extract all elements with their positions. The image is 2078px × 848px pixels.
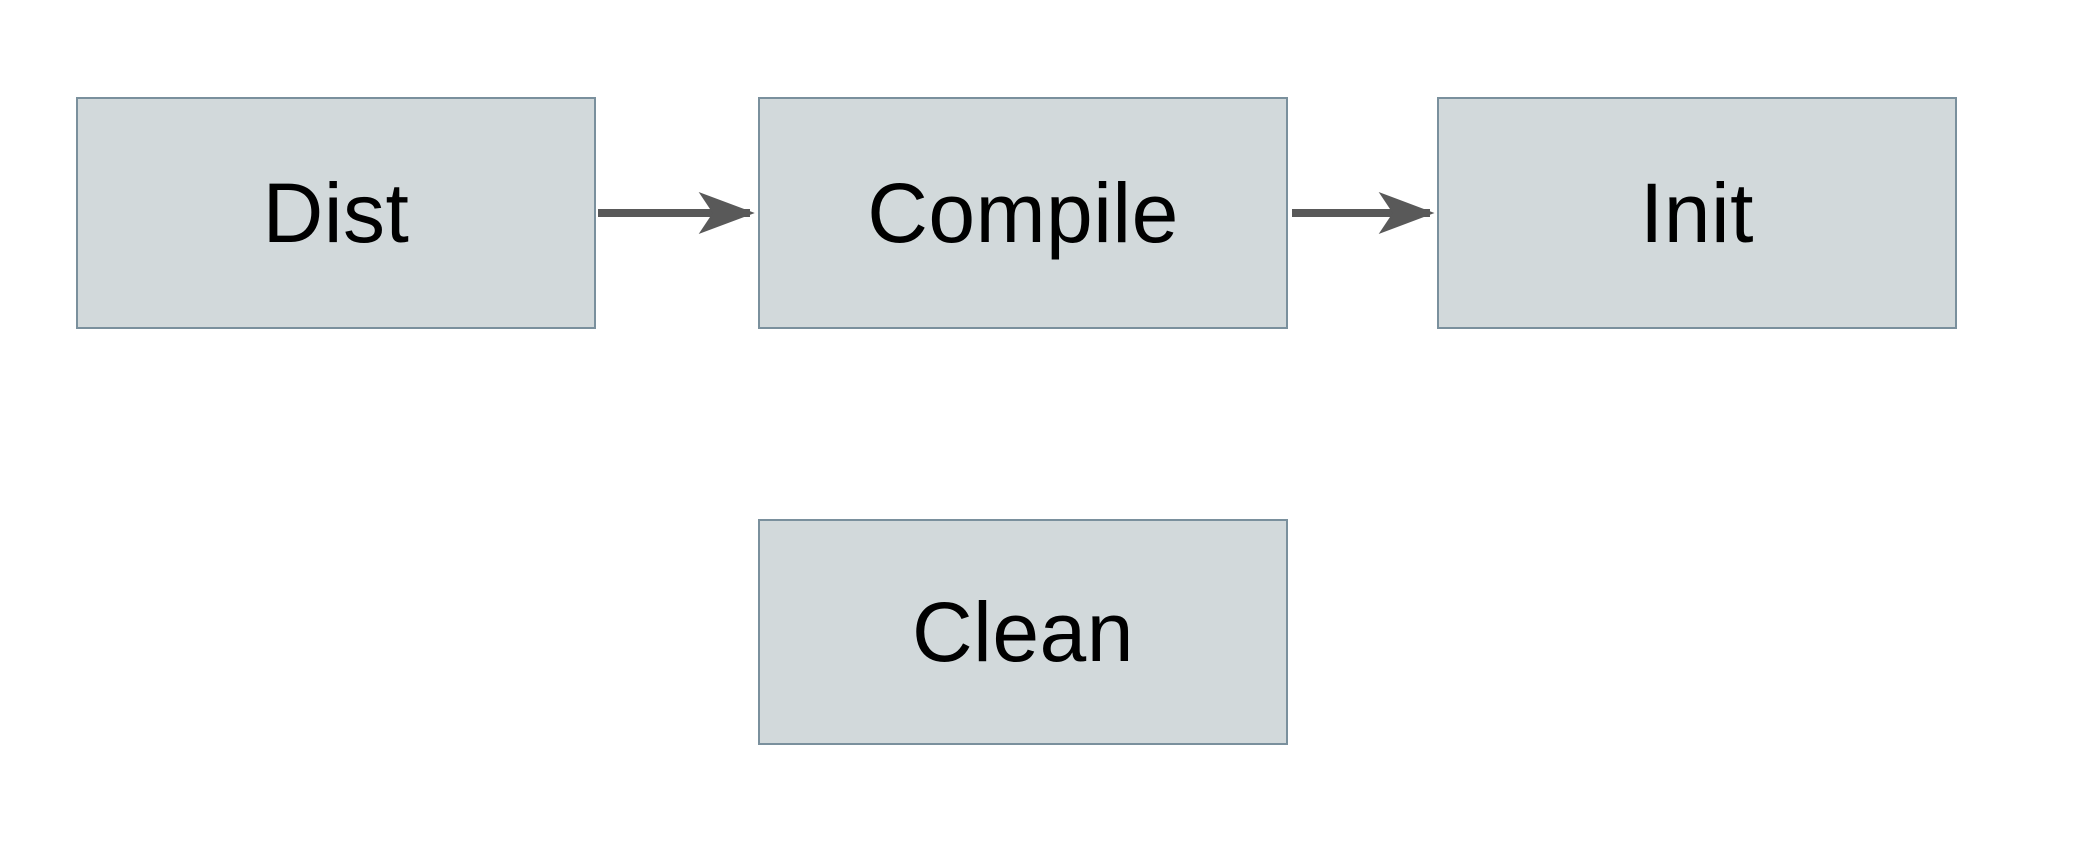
- node-compile: Compile: [758, 97, 1288, 329]
- node-clean: Clean: [758, 519, 1288, 745]
- node-compile-label: Compile: [867, 166, 1179, 260]
- node-init: Init: [1437, 97, 1957, 329]
- node-dist-label: Dist: [262, 166, 410, 260]
- node-dist: Dist: [76, 97, 596, 329]
- node-init-label: Init: [1639, 166, 1755, 260]
- node-clean-label: Clean: [912, 585, 1134, 679]
